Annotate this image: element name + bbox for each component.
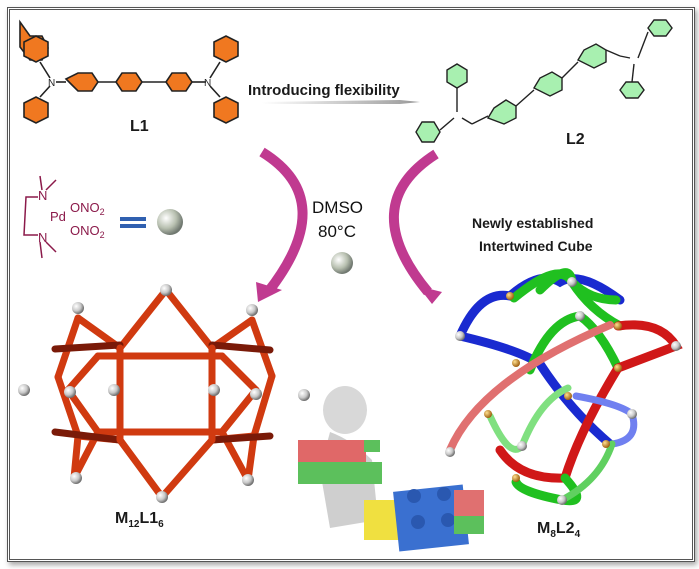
equals-sign-top: [120, 217, 146, 221]
atom-n: N: [204, 78, 211, 89]
cube-title-line2: Intertwined Cube: [479, 238, 593, 254]
pyridine-ring: [619, 81, 645, 99]
phenyl-ring: [533, 71, 563, 97]
formula-subscript: 6: [158, 519, 164, 531]
phenyl-ring: [486, 99, 517, 125]
atom-n: N: [48, 78, 55, 89]
formula-metal: M: [115, 510, 129, 527]
cage-m12l16: [51, 286, 276, 501]
pyridine-ring: [446, 63, 468, 89]
formula-subscript: 12: [128, 519, 140, 531]
nitrate-ligand-1: ONO2: [70, 200, 105, 217]
formula-subscript: 8: [550, 529, 556, 541]
arrowhead: [418, 286, 442, 304]
phenyl-ring: [115, 72, 143, 92]
ligand-l1-structure: [19, 19, 239, 124]
nitrate-ligand-2: ONO2: [70, 223, 105, 240]
formula-ligand: L2: [555, 520, 575, 537]
pyridine-ring: [23, 35, 49, 63]
cage-m12l16-nodes: [18, 284, 310, 503]
ligand-l2-structure: [415, 19, 673, 143]
metal-node-sphere-center: [331, 252, 353, 274]
cube-title-line1: Newly established: [472, 215, 594, 231]
phenyl-ring: [577, 43, 607, 69]
ligand-l1-label: L1: [130, 118, 149, 135]
transformation-label: Introducing flexibility: [248, 82, 400, 99]
pyridine-ring: [647, 19, 673, 37]
cage-m12l16-label: M12L16: [115, 510, 164, 530]
solvent-label: DMSO: [312, 198, 363, 217]
pd-atom: Pd: [50, 209, 66, 224]
cage-m8l24: [446, 268, 683, 506]
pyridine-ring: [213, 96, 239, 124]
atom-n: N: [38, 230, 47, 245]
metal-node-sphere: [157, 209, 183, 235]
flexibility-arrow: [262, 100, 420, 104]
pyridine-ring: [23, 96, 49, 124]
curved-arrow-left: [259, 147, 308, 296]
phenyl-ring: [165, 72, 193, 92]
figure-with-building-blocks: [298, 386, 484, 552]
pyridine-ring: [213, 35, 239, 63]
equals-sign-bottom: [120, 224, 146, 228]
arrowhead: [256, 282, 282, 302]
ligand-l2-label: L2: [566, 131, 585, 148]
temperature-label: 80°C: [318, 222, 356, 241]
curved-arrow-right: [389, 149, 439, 296]
formula-ligand: L1: [139, 510, 159, 527]
formula-metal: M: [537, 520, 551, 537]
cage-m8l24-nodes: [445, 277, 681, 505]
atom-n: N: [38, 188, 47, 203]
pd-precursor-structure: [23, 175, 57, 259]
formula-subscript: 4: [574, 529, 581, 541]
cage-m8l24-label: M8L24: [537, 520, 580, 540]
phenyl-ring: [64, 72, 99, 92]
pyridine-ring: [415, 121, 441, 143]
